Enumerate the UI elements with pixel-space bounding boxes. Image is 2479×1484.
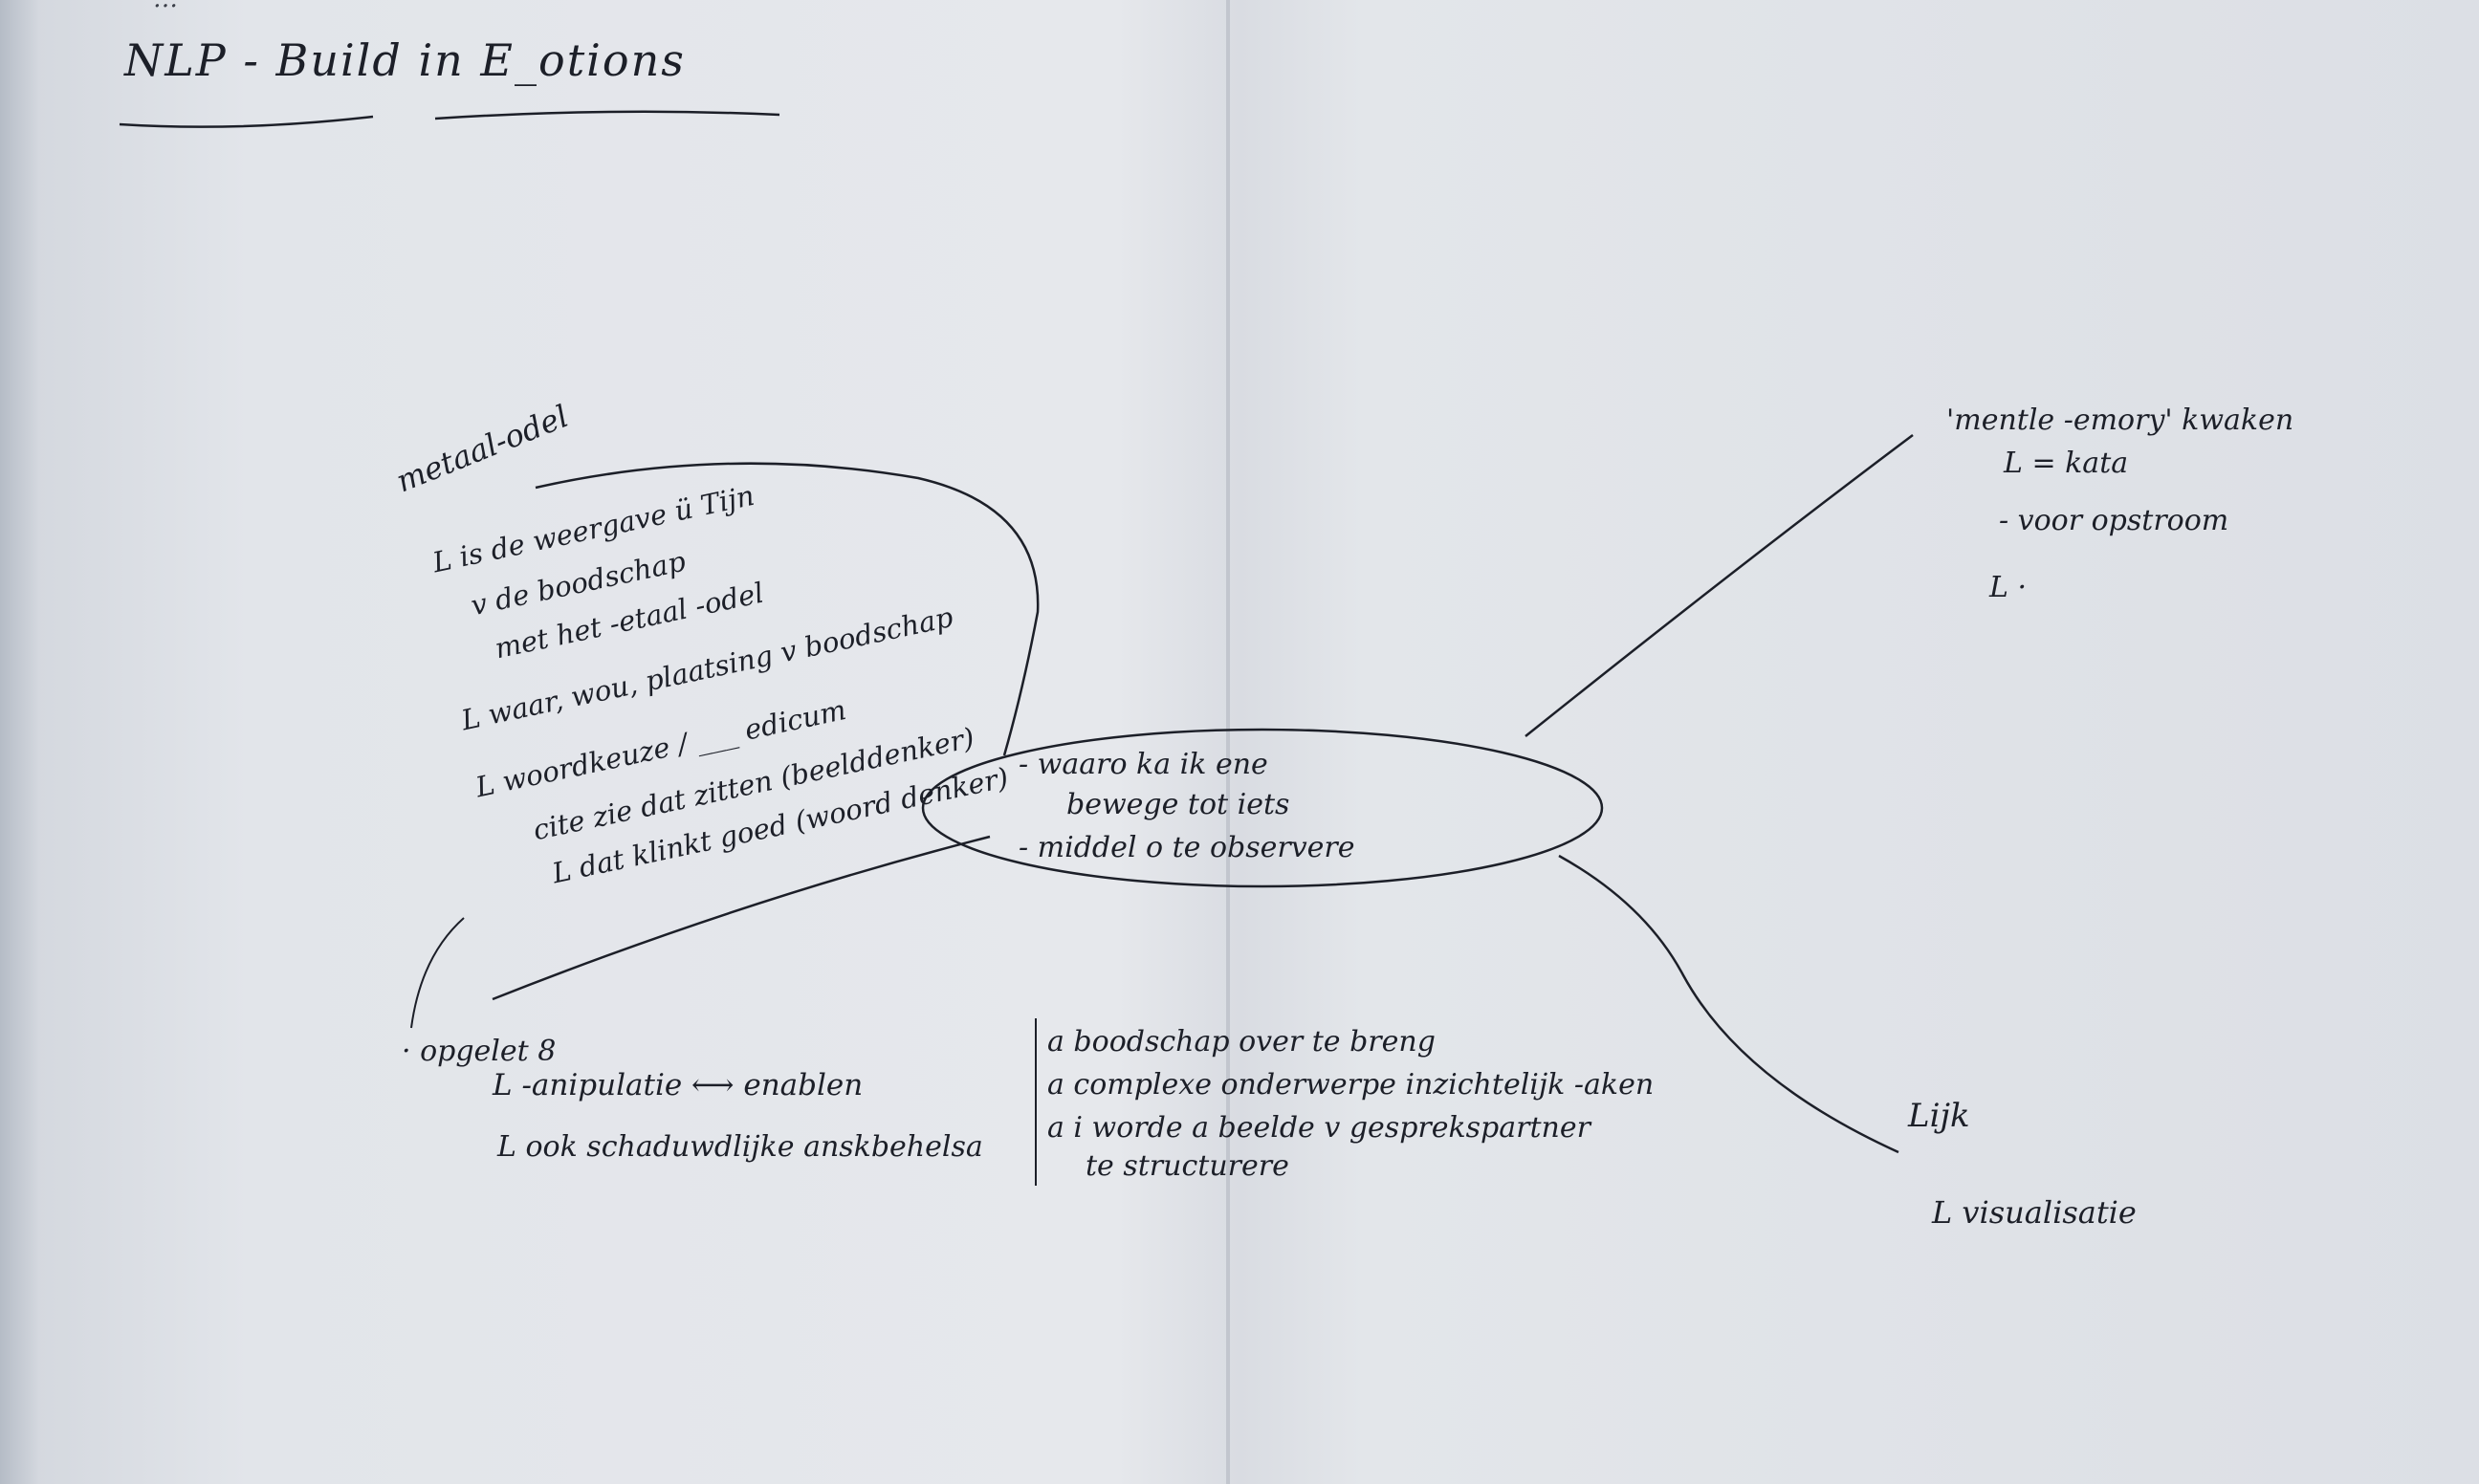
curved-arrow-stroke — [410, 917, 465, 1029]
bottom-center-item-3: a i worde a beelde v gesprekspartner — [1047, 1111, 1591, 1145]
branch-to-bottom-left — [492, 835, 991, 1001]
bottom-center-item-1: a boodschap over te breng — [1047, 1025, 1436, 1058]
title-underline-right — [434, 110, 780, 120]
bottom-left-line-2: L -anipulatie ⟷ enablen — [493, 1068, 864, 1102]
bottom-left-line-1: · opgelet 8 — [402, 1035, 557, 1068]
paper-fold — [1226, 0, 1230, 1484]
title-underline-left — [119, 115, 374, 128]
bottom-left-line-3: L ook schaduwdlijke anskbehelsa — [497, 1130, 983, 1164]
paper-left-edge — [0, 0, 38, 1484]
right-top-line-1: 'mentle -emory' kwaken — [1946, 404, 2294, 437]
right-top-line-2: L = kata — [2004, 447, 2129, 480]
bottom-center-item-2: a complexe onderwerpe inzichtelijk -aken — [1047, 1068, 1655, 1102]
cut-top-text: … — [153, 0, 178, 11]
right-bottom-line-2: L visualisatie — [1932, 1194, 2137, 1231]
right-top-line-4: L · — [1989, 571, 2027, 604]
right-bottom-line-1: Lijk — [1908, 1097, 1970, 1135]
right-top-line-3: - voor opstroom — [1999, 504, 2229, 537]
center-node-line-1: - waaro ka ik ene — [1019, 748, 1268, 781]
bottom-center-item-4: te structurere — [1086, 1149, 1289, 1183]
center-node-line-2: bewege tot iets — [1066, 788, 1290, 821]
center-node-oval — [921, 728, 1604, 888]
page-title: NLP - Build in E_otions — [124, 34, 686, 86]
branch-to-top-right — [1525, 434, 1914, 737]
center-node-line-3: - middel o te observere — [1019, 831, 1355, 864]
top-left-bubble — [535, 462, 1040, 756]
branch-to-bottom-right — [1558, 854, 1899, 1154]
